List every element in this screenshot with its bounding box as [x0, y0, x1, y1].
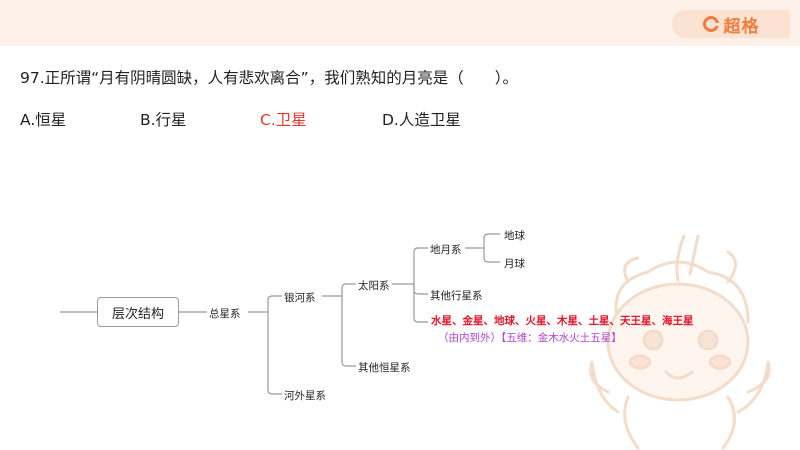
node-planets-list: 水星、金星、地球、火星、木星、土星、天王星、海王星 — [431, 315, 694, 327]
option-c[interactable]: C.卫星 — [260, 111, 307, 129]
mascot-watermark — [589, 234, 771, 450]
node-earth-moon-system: 地月系 — [430, 244, 462, 256]
option-d[interactable]: D.人造卫星 — [382, 111, 461, 129]
node-total-galaxies: 总星系 — [209, 308, 241, 320]
brand-name: 超格 — [723, 16, 760, 37]
node-milky-way: 银河系 — [284, 292, 316, 304]
node-earth: 地球 — [504, 230, 525, 242]
mindmap-root: 层次结构 — [97, 297, 179, 327]
node-moon: 月球 — [504, 258, 525, 270]
node-other-star-systems: 其他恒星系 — [358, 362, 411, 374]
node-other-planetary-systems: 其他行星系 — [430, 290, 483, 302]
header-bar: 超格 — [0, 0, 800, 46]
brand-logo: 超格 — [672, 10, 790, 38]
node-planets-note: （由内到外）【五维：金木水火土五星】 — [438, 332, 622, 344]
brand-g-icon — [702, 16, 719, 32]
option-a[interactable]: A.恒星 — [20, 111, 67, 129]
option-b[interactable]: B.行星 — [140, 111, 187, 129]
node-solar-system: 太阳系 — [358, 280, 390, 292]
question-text: 97.正所谓“月有阴晴圆缺，人有悲欢离合”，我们熟知的月亮是（ ）。 — [20, 69, 518, 87]
node-extragalactic: 河外星系 — [284, 390, 326, 402]
